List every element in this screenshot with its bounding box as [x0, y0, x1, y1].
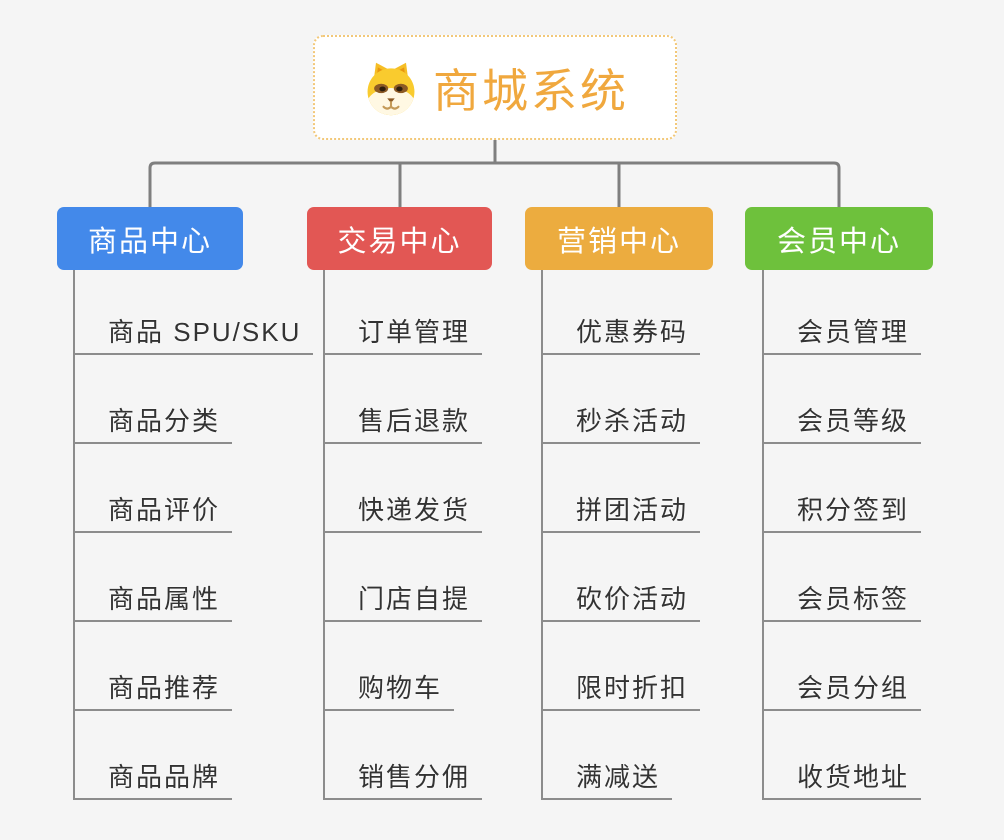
dog-icon	[367, 62, 415, 115]
child-topic[interactable]: 优惠券码	[543, 270, 701, 355]
child-topic-label: 收货地址	[797, 762, 910, 792]
child-topic[interactable]: 商品 SPU/SKU	[75, 270, 314, 355]
child-topic[interactable]: 会员等级	[764, 355, 922, 444]
branch-header-marketing-center[interactable]: 营销中心	[525, 207, 713, 270]
child-topic[interactable]: 订单管理	[325, 270, 483, 355]
child-topic[interactable]: 会员分组	[764, 622, 922, 711]
child-topic-label: 优惠券码	[576, 317, 689, 347]
child-topic-label: 商品分类	[108, 406, 221, 436]
child-topic-label: 秒杀活动	[576, 406, 689, 436]
child-topic-label: 快递发货	[358, 495, 471, 525]
child-topic[interactable]: 商品分类	[75, 355, 233, 444]
child-topic[interactable]: 售后退款	[325, 355, 483, 444]
child-topic[interactable]: 快递发货	[325, 444, 483, 533]
root-title: 商城系统	[433, 64, 629, 117]
child-topic-label: 会员管理	[797, 317, 910, 347]
child-topic[interactable]: 商品品牌	[75, 711, 233, 800]
child-topic[interactable]: 砍价活动	[543, 533, 701, 622]
child-topic[interactable]: 商品属性	[75, 533, 233, 622]
child-topic-label: 限时折扣	[576, 673, 689, 703]
branch-label: 会员中心	[776, 225, 901, 258]
child-topic[interactable]: 门店自提	[325, 533, 483, 622]
child-topic-label: 售后退款	[358, 406, 471, 436]
child-topic-label: 砍价活动	[576, 584, 689, 614]
child-topic[interactable]: 会员标签	[764, 533, 922, 622]
child-topic-label: 满减送	[576, 762, 661, 792]
child-topic[interactable]: 积分签到	[764, 444, 922, 533]
child-topic[interactable]: 会员管理	[764, 270, 922, 355]
child-topic-label: 会员等级	[797, 406, 910, 436]
child-topic[interactable]: 购物车	[325, 622, 455, 711]
child-topic-label: 商品属性	[108, 584, 221, 614]
child-topic-label: 积分签到	[797, 495, 910, 525]
child-topic[interactable]: 销售分佣	[325, 711, 483, 800]
branch-children-trade-center: 订单管理 售后退款 快递发货 门店自提 购物车 销售分佣	[323, 270, 483, 800]
child-topic-label: 会员分组	[797, 673, 910, 703]
child-topic-label: 拼团活动	[576, 495, 689, 525]
branch-header-product-center[interactable]: 商品中心	[57, 207, 243, 270]
branch-children-product-center: 商品 SPU/SKU 商品分类 商品评价 商品属性 商品推荐 商品品牌	[73, 270, 314, 800]
child-topic[interactable]: 秒杀活动	[543, 355, 701, 444]
child-topic[interactable]: 满减送	[543, 711, 673, 800]
branch-label: 商品中心	[87, 225, 212, 258]
root-node[interactable]: 商城系统	[313, 35, 677, 140]
branch-label: 交易中心	[337, 225, 462, 258]
child-topic-label: 门店自提	[358, 584, 471, 614]
child-topic[interactable]: 收货地址	[764, 711, 922, 800]
branch-label: 营销中心	[556, 225, 681, 258]
child-topic[interactable]: 商品评价	[75, 444, 233, 533]
child-topic-label: 商品推荐	[108, 673, 221, 703]
child-topic-label: 商品品牌	[108, 762, 221, 792]
child-topic[interactable]: 商品推荐	[75, 622, 233, 711]
branch-children-member-center: 会员管理 会员等级 积分签到 会员标签 会员分组 收货地址	[762, 270, 922, 800]
child-topic-label: 商品评价	[108, 495, 221, 525]
child-topic-label: 会员标签	[797, 584, 910, 614]
branch-header-trade-center[interactable]: 交易中心	[307, 207, 492, 270]
branch-header-member-center[interactable]: 会员中心	[745, 207, 933, 270]
child-topic-label: 商品 SPU/SKU	[108, 317, 302, 347]
branch-children-marketing-center: 优惠券码 秒杀活动 拼团活动 砍价活动 限时折扣 满减送	[541, 270, 701, 800]
child-topic[interactable]: 限时折扣	[543, 622, 701, 711]
child-topic-label: 销售分佣	[358, 762, 471, 792]
child-topic[interactable]: 拼团活动	[543, 444, 701, 533]
child-topic-label: 购物车	[358, 673, 443, 703]
child-topic-label: 订单管理	[358, 317, 471, 347]
